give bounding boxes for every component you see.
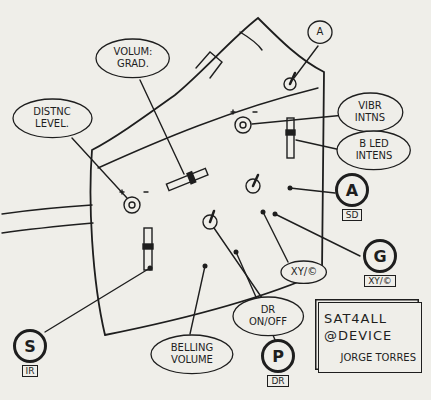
leader-dot: [261, 210, 266, 215]
node-text: S: [13, 329, 47, 363]
knob-center: [240, 122, 246, 128]
node-text: A: [335, 173, 369, 207]
node-text: SAT4ALL @DEVICE: [324, 311, 416, 345]
device-housing: [91, 18, 324, 335]
slider-thumb: [143, 244, 153, 249]
housing-tab: [196, 52, 222, 78]
leader-dots: [148, 186, 293, 271]
callout-bubble: B LED INTENS: [336, 130, 411, 171]
leader-dot: [234, 250, 239, 255]
toggle-lever: [210, 211, 214, 222]
bubble-ellipse: [96, 39, 169, 78]
leader-line: [294, 46, 318, 78]
strap-line: [2, 223, 93, 233]
leader-line: [45, 268, 150, 332]
strap-line: [2, 205, 92, 214]
leader-line: [190, 266, 205, 334]
node-text: A: [317, 26, 324, 38]
node-text: DR ON/OFF: [246, 304, 290, 327]
node-text: VOLUM: GRAD.: [110, 46, 156, 69]
control-icon: P DR: [255, 339, 301, 387]
node-text: SD: [342, 209, 363, 221]
callout-bubble: XY/©: [280, 260, 327, 284]
bubble-ellipse: [233, 297, 303, 336]
leader-lines: [45, 46, 360, 342]
node-text: VIBR INTNS: [350, 100, 390, 123]
knob: [235, 117, 251, 133]
leader-dot: [148, 266, 153, 271]
callout-bubble: VOLUM: GRAD.: [95, 38, 170, 79]
slider: [144, 228, 152, 270]
callout-bubble: BELLING VOLUME: [150, 334, 234, 375]
control-icon: A SD: [329, 173, 375, 221]
knob-marks: [231, 110, 257, 114]
toggle-lever: [253, 175, 258, 186]
title-box: SAT4ALL @DEVICE JORGE TORRES: [318, 302, 422, 373]
bubble-ellipse: [13, 99, 92, 138]
leader-line: [72, 138, 127, 198]
bubble-ellipse: [151, 335, 233, 374]
slider: [287, 118, 294, 158]
leader-dot: [203, 264, 208, 269]
leader-line: [263, 212, 288, 262]
node-text: JORGE TORRES: [324, 351, 416, 364]
node-text: B LED INTENS: [351, 138, 397, 161]
bubble-ellipse: [281, 261, 326, 283]
knob-marks: [120, 190, 148, 194]
leader-line: [140, 80, 184, 174]
node-text: XY/©: [291, 266, 317, 278]
control-icon: S IR: [7, 329, 53, 377]
housing-ridge: [98, 88, 318, 168]
leader-dot: [288, 186, 293, 191]
leader-line: [290, 188, 335, 193]
callout-bubble: DISTNC LEVEL.: [12, 98, 93, 139]
slider-thumb: [187, 172, 196, 184]
node-text: P: [261, 339, 295, 373]
bubble-ellipse: [337, 131, 410, 170]
housing-edge: [240, 32, 262, 50]
callout-bubble: VIBR INTNS: [337, 92, 404, 133]
node-text: G: [363, 239, 397, 273]
node-text: BELLING VOLUME: [166, 342, 218, 365]
slider-thumb: [286, 130, 295, 135]
leader-line: [214, 228, 262, 298]
node-text: DR: [267, 375, 288, 387]
node-text: XY/©: [364, 275, 396, 287]
control-icon: G XY/©: [357, 239, 403, 287]
knob: [124, 197, 140, 213]
knob-center: [129, 202, 135, 208]
callout-bubble: DR ON/OFF: [232, 296, 304, 337]
leader-line: [252, 115, 345, 124]
slider: [166, 168, 208, 190]
bubble-ellipse: [308, 21, 332, 43]
node-text: DISTNC LEVEL.: [27, 106, 77, 129]
bubble-ellipse: [338, 93, 403, 132]
callout-bubble: A: [307, 20, 333, 44]
node-text: IR: [22, 365, 39, 377]
leader-dot: [273, 212, 278, 217]
